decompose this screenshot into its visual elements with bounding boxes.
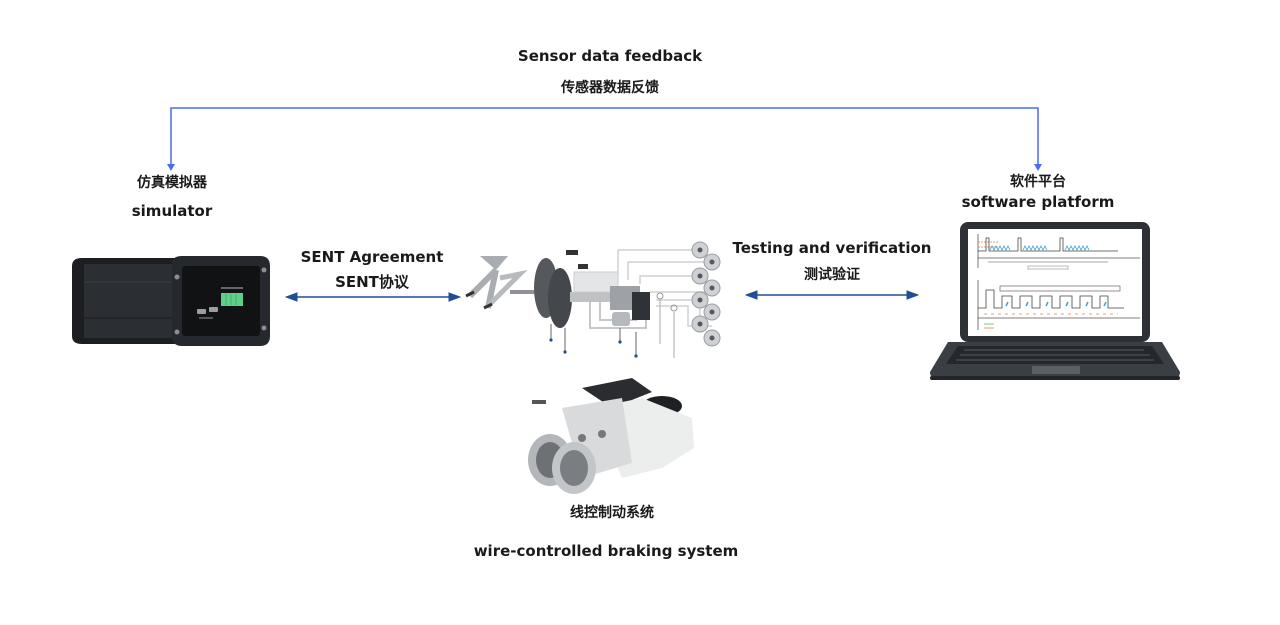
feedback-title-en: Sensor data feedback bbox=[517, 47, 703, 65]
feedback-arrow-right-icon bbox=[1034, 164, 1042, 171]
sent-label-cn: SENT协议 bbox=[335, 273, 409, 291]
feedback-title-cn: 传感器数据反馈 bbox=[561, 80, 659, 96]
test-label-en: Testing and verification bbox=[732, 239, 932, 257]
simulator-device-icon bbox=[72, 256, 270, 346]
brake-unit-icon bbox=[528, 378, 694, 494]
software-label-cn: 软件平台 bbox=[1010, 174, 1066, 190]
test-label-cn: 测试验证 bbox=[804, 267, 860, 283]
feedback-arrow-left-icon bbox=[167, 164, 175, 171]
software-label-en: software platform bbox=[961, 193, 1115, 211]
simulator-label-cn: 仿真模拟器 bbox=[137, 175, 207, 191]
laptop-icon bbox=[930, 222, 1180, 380]
simulator-label-en: simulator bbox=[131, 202, 213, 220]
feedback-connector bbox=[170, 107, 1039, 168]
braking-label-en: wire-controlled braking system bbox=[473, 542, 739, 560]
brake-schematic-icon bbox=[465, 241, 721, 358]
sent-label-en: SENT Agreement bbox=[300, 248, 444, 266]
braking-label-cn: 线控制动系统 bbox=[570, 505, 654, 521]
